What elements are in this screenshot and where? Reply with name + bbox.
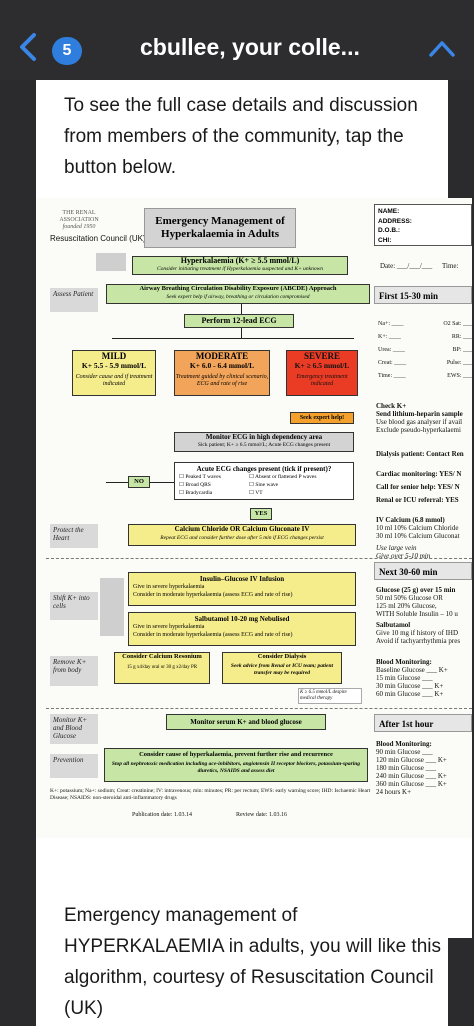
next-30-60-min-header: Next 30-60 min [374, 562, 472, 580]
mild-box: MILD K+ 5.5 - 5.9 mmol/L Consider cause … [72, 350, 156, 396]
blood-monitoring-2-block: Blood Monitoring: 90 min Glucose ___ 120… [376, 740, 447, 796]
monitoring-checklist: Cardiac monitoring: YES/ N Call for seni… [376, 470, 462, 504]
iv-calcium-block: IV Calcium (6.8 mmol) 10 ml 10% Calcium … [376, 516, 460, 560]
no-label: NO [128, 476, 150, 488]
flow-line [150, 482, 174, 483]
ecg-check-bradycardia[interactable]: ☐ Bradycardia [179, 490, 213, 496]
publication-date: Publication date: 1.03.14 [132, 812, 192, 818]
severe-box: SEVERE K+ ≥ 6.5 mmol/L Emergency treatme… [286, 350, 358, 396]
post-caption: Emergency management of HYPERKALAEMIA in… [64, 905, 441, 1019]
section-divider [46, 708, 472, 709]
flow-line [241, 328, 242, 338]
patient-details-box: NAME: ADDRESS: D.O.B.: CHI: [374, 204, 472, 246]
ecg-check-broad-qrs[interactable]: ☐ Broad QRS [179, 482, 211, 488]
connector-band [96, 253, 126, 271]
ecg-check-peaked-t[interactable]: ☐ Peaked T waves [179, 474, 221, 480]
post-content: To see the full case details and discuss… [36, 80, 472, 1026]
seek-expert-help-box: Seek expert help! [290, 412, 354, 424]
first-15-30-min-header: First 15-30 min [374, 286, 472, 304]
ecg-check-sine-wave[interactable]: ☐ Sine wave [249, 482, 279, 488]
glucose-block: Glucose (25 g) over 15 min 50 ml 50% Glu… [376, 586, 461, 645]
prevention-label: Prevention [50, 754, 98, 778]
calcium-resonium-box: Consider Calcium Resonium 15 g x4/day or… [114, 652, 210, 684]
abcde-box: Airway Breathing Circulation Disability … [106, 284, 370, 304]
insulin-glucose-box: Insulin–Glucose IV Infusion Give in seve… [128, 572, 356, 606]
time-field: Time: [442, 262, 459, 270]
salbutamol-box: Salbutamol 10-20 mg Nebulised Give in se… [128, 612, 356, 646]
ecg-check-absent-p[interactable]: ☐ Absent or flattened P waves [249, 474, 317, 480]
yes-label: YES [250, 508, 272, 520]
poster-title: Emergency Management of Hyperkalaemia in… [144, 208, 296, 248]
flow-line [106, 482, 128, 483]
left-gutter [0, 80, 36, 1026]
app-header: 5 cbullee, your colle... [0, 0, 474, 81]
section-divider [46, 558, 472, 559]
date-field: Date: ___/___/___ [380, 262, 433, 270]
monitor-k-label: Monitor K+ and Blood Glucose [50, 714, 98, 744]
prevention-box: Consider cause of hyperkalaemia, prevent… [104, 748, 368, 782]
review-date: Review date: 1.03.16 [236, 812, 287, 818]
after-1st-hour-header: After 1st hour [374, 714, 472, 732]
perform-ecg-box: Perform 12-lead ECG [184, 314, 294, 328]
monitor-ecg-box: Monitor ECG in high dependency area Sick… [174, 432, 354, 452]
abbreviations-footnote: K+: potassium; Na+: sodium; Creat: creat… [50, 788, 371, 801]
monitor-serum-box: Monitor serum K+ and blood glucose [166, 714, 326, 730]
dialysis-box: Consider Dialysis Seek advice from Renal… [222, 652, 342, 684]
chevron-up-icon[interactable] [428, 38, 456, 58]
moderate-box: MODERATE K+ 6.0 - 6.4 mmol/L Treatment g… [174, 350, 270, 396]
renal-association-logo: THE RENAL ASSOCIATION founded 1950 [59, 210, 99, 230]
despite-therapy-note: K ≥ 6.5 mmol/L despite medical therapy [298, 688, 362, 704]
calcium-box: Calcium Chloride OR Calcium Gluconate IV… [128, 524, 356, 546]
shift-k-label: Shift K+ into cells [50, 592, 98, 620]
unread-count-badge[interactable]: 5 [52, 37, 82, 65]
org-name: Resuscitation Council (UK) [50, 234, 146, 243]
hyperkalaemia-box: Hyperkalaemia (K+ ≥ 5.5 mmol/L) Consider… [132, 256, 348, 275]
hyperkalaemia-algorithm-image[interactable]: THE RENAL ASSOCIATION founded 1950 Resus… [36, 198, 472, 938]
connector-band [100, 578, 124, 636]
flow-line [241, 304, 242, 314]
acute-ecg-changes-box: Acute ECG changes present (tick if prese… [174, 462, 354, 500]
assess-patient-label: Assess Patient [50, 288, 98, 312]
remove-k-label: Remove K+ from body [50, 656, 98, 686]
ecg-check-vt[interactable]: ☐ VT [249, 490, 263, 496]
protect-heart-label: Protect the Heart [50, 524, 98, 548]
dialysis-patient-note: Dialysis patient: Contact Ren [376, 450, 464, 458]
poster-bottom [36, 838, 472, 938]
intro-text: To see the full case details and discuss… [64, 95, 418, 178]
chevron-left-icon[interactable] [14, 32, 44, 62]
blood-monitoring-block: Blood Monitoring: Baseline Glucose ___ K… [376, 658, 448, 698]
page-title: cbullee, your colle... [140, 34, 360, 60]
flow-line [112, 338, 354, 339]
observations-grid: Na+: ____O2 Sat: ___ K+: ____RR: ___ Ure… [378, 321, 472, 379]
check-k-block: Check K+ Send lithium-heparin sample Use… [376, 402, 463, 434]
